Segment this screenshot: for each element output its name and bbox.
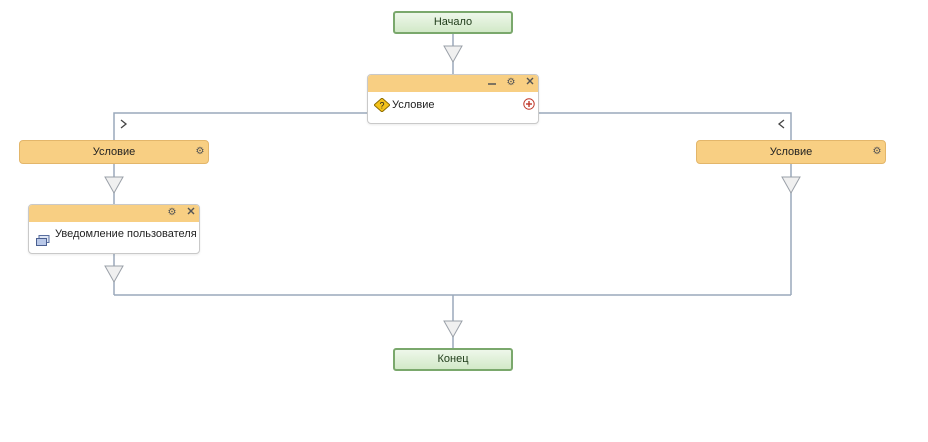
drop-arrow[interactable] <box>443 320 463 339</box>
gear-icon[interactable]: ⚙ <box>506 77 516 88</box>
end-label: Конец <box>437 353 469 365</box>
gear-icon[interactable]: ⚙ <box>872 146 882 157</box>
notification-label: Уведомление пользователя <box>55 228 197 240</box>
minimize-icon[interactable] <box>485 76 499 90</box>
chevron-right-icon[interactable] <box>118 118 130 130</box>
notification-activity[interactable]: ⚙ Уведомление пользователя <box>28 204 200 254</box>
drop-arrow[interactable] <box>104 176 124 195</box>
end-node[interactable]: Конец <box>393 348 513 371</box>
activity-header[interactable]: ⚙ <box>29 205 199 222</box>
chevron-left-icon[interactable] <box>775 118 787 130</box>
svg-text:?: ? <box>379 101 384 111</box>
branch-left-label: Условие <box>92 146 136 158</box>
add-branch-icon[interactable] <box>523 98 535 113</box>
branch-right-label: Условие <box>769 146 813 158</box>
gear-icon[interactable]: ⚙ <box>195 146 205 157</box>
branch-right[interactable]: Условие ⚙ <box>696 140 886 164</box>
activity-header[interactable]: ⚙ <box>368 75 538 92</box>
close-icon[interactable] <box>184 206 198 220</box>
gear-icon[interactable]: ⚙ <box>167 207 177 218</box>
condition-icon: ? <box>373 97 391 115</box>
start-label: Начало <box>433 16 473 28</box>
condition-label: Условие <box>392 99 435 111</box>
condition-activity[interactable]: ⚙ ? Условие <box>367 74 539 124</box>
start-node[interactable]: Начало <box>393 11 513 34</box>
drop-arrow[interactable] <box>781 176 801 195</box>
close-icon[interactable] <box>523 76 537 90</box>
notification-icon <box>36 235 50 250</box>
drop-arrow[interactable] <box>443 45 463 64</box>
branch-left[interactable]: Условие ⚙ <box>19 140 209 164</box>
drop-arrow[interactable] <box>104 265 124 284</box>
